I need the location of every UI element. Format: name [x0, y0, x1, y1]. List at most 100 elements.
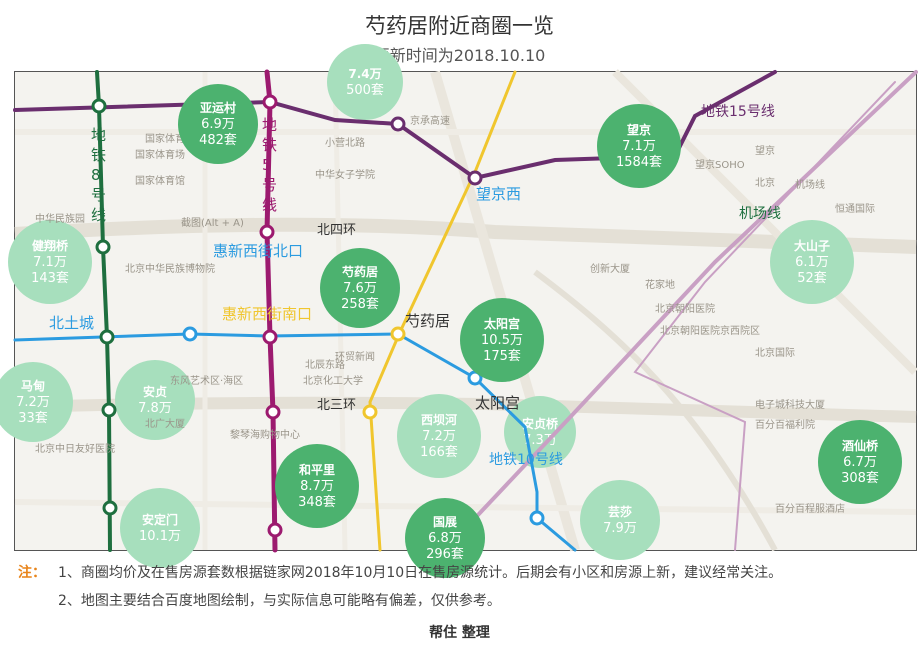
faded-circle-shape — [397, 394, 481, 478]
map-label: 北广大厦 — [145, 417, 185, 430]
page-title: 芍药居附近商圈一览 — [365, 14, 554, 38]
circle-count: 143套 — [31, 270, 69, 286]
business-circle-shape — [275, 444, 359, 528]
faded-circle: 芸莎 7.9万 — [580, 480, 660, 560]
map-label: 北京中华民族博物院 — [125, 262, 215, 275]
faded-circle-shape — [327, 44, 403, 120]
map-label: 创新大厦 — [590, 262, 630, 275]
map-label: 机场线 — [795, 178, 825, 191]
station-dot-l5-2 — [259, 224, 275, 240]
circle-count: 500套 — [346, 82, 384, 98]
map-label: 环贸新闻 — [335, 350, 375, 363]
business-circle-shape — [818, 420, 902, 504]
road-label-north-4th-ring: 北四环 — [317, 223, 356, 238]
station-dot-l10-1 — [182, 326, 198, 342]
credit: 帮住 整理 — [429, 625, 490, 641]
circle-count: 348套 — [298, 494, 336, 510]
circle-name: 亚运村 — [200, 100, 236, 115]
circle-price: 6.8万 — [428, 531, 462, 546]
station-shaoyaoju: 芍药居 — [405, 312, 450, 330]
circle-price: 7.9万 — [603, 521, 637, 536]
circle-price: 6.7万 — [843, 455, 877, 470]
circle-count: 308套 — [841, 470, 879, 486]
business-circle-shape — [460, 298, 544, 382]
circle-name: 安贞桥 — [522, 416, 559, 431]
map-label: 北京化工大学 — [303, 374, 363, 387]
map-label: 北辰东路 — [305, 358, 345, 371]
update-time: 更新时间为2018.10.10 — [373, 46, 546, 65]
station-dot-l8-5 — [102, 500, 118, 516]
circle-name: 安贞 — [143, 384, 167, 399]
circle-count: 296套 — [426, 546, 464, 562]
map-label: 花家地 — [645, 278, 675, 291]
map-label: 国家体育馆 — [135, 174, 185, 187]
circle-name: 酒仙桥 — [842, 438, 879, 453]
faded-circle-shape — [580, 480, 660, 560]
circle-price: 6.9万 — [201, 117, 235, 132]
circle-price: 7.8万 — [138, 401, 172, 416]
faded-circle-shape — [770, 220, 854, 304]
station-dot-l8-4 — [101, 402, 117, 418]
note-label: 注： — [18, 565, 46, 581]
station-dot-l15-1 — [390, 116, 406, 132]
circle-count: 33套 — [18, 410, 48, 426]
map-label: 截图(Alt + A) — [181, 216, 244, 229]
map-label: 国家体育场 — [135, 148, 185, 161]
station-wangjingxi: 望京西 — [476, 185, 521, 203]
circle-name: 安定门 — [142, 512, 178, 527]
circle-count: 52套 — [797, 270, 827, 286]
airport-line-branch — [633, 81, 896, 551]
circle-name: 7.4万 — [348, 67, 381, 81]
circle-name: 太阳宫 — [484, 316, 520, 331]
business-circle-shape — [178, 84, 258, 164]
station-huixinxijie-nankou: 惠新西街南口 — [222, 305, 312, 323]
circle-price: 10.1万 — [139, 529, 181, 544]
road-labels: 北四环 北三环 — [317, 223, 356, 413]
circle-price: 6.1万 — [795, 255, 829, 270]
business-circle-shape — [597, 104, 681, 188]
circle-price: 7.1万 — [33, 255, 67, 270]
station-dot-l10-2 — [529, 510, 545, 526]
business-circle-shape — [405, 498, 485, 578]
faded-circle: 安贞 7.8万 — [115, 360, 195, 440]
circle-count: 175套 — [483, 348, 521, 364]
map-label: 京承高速 — [410, 114, 450, 127]
circle-price: 10.5万 — [481, 333, 523, 348]
road-north-4th-ring-band — [14, 217, 917, 254]
business-circle-shape — [320, 248, 400, 328]
circle-count: 1584套 — [616, 154, 662, 170]
map-label: 望京 — [755, 144, 775, 157]
station-huixinxijie-beikou: 惠新西街北口 — [213, 242, 303, 260]
map-label: 东风艺术区·海区 — [170, 374, 243, 387]
faded-circle-shape — [120, 488, 200, 568]
faded-circle-group: 7.4万500套健翔桥7.1万143套大山子6.1万52套安贞7.8万西坝河7.… — [0, 44, 854, 568]
station-taiyanggong: 太阳宫 — [475, 394, 520, 412]
circle-price: 7.6万 — [343, 281, 377, 296]
note-line-2: 2、地图主要结合百度地图绘制，与实际信息可能略有偏差，仅供参考。 — [58, 593, 501, 609]
map-label: 黎琴海购物中心 — [230, 428, 300, 441]
circle-name: 芸莎 — [608, 504, 632, 519]
map-label: 小营北路 — [325, 136, 365, 149]
circle-price: 8.7万 — [300, 479, 334, 494]
station-markers — [91, 94, 545, 538]
map-label: 北京 — [755, 176, 775, 189]
circle-count: 166套 — [420, 444, 458, 460]
road-east — [533, 269, 778, 552]
station-dot-shaoyaoju — [390, 326, 406, 342]
faded-circle-shape — [115, 360, 195, 440]
note-line-1: 1、商圈均价及在售房源套数根据链家网2018年10月10日在售房源统计。后期会有… — [58, 565, 783, 581]
map-label: 中华民族园 — [35, 212, 85, 225]
